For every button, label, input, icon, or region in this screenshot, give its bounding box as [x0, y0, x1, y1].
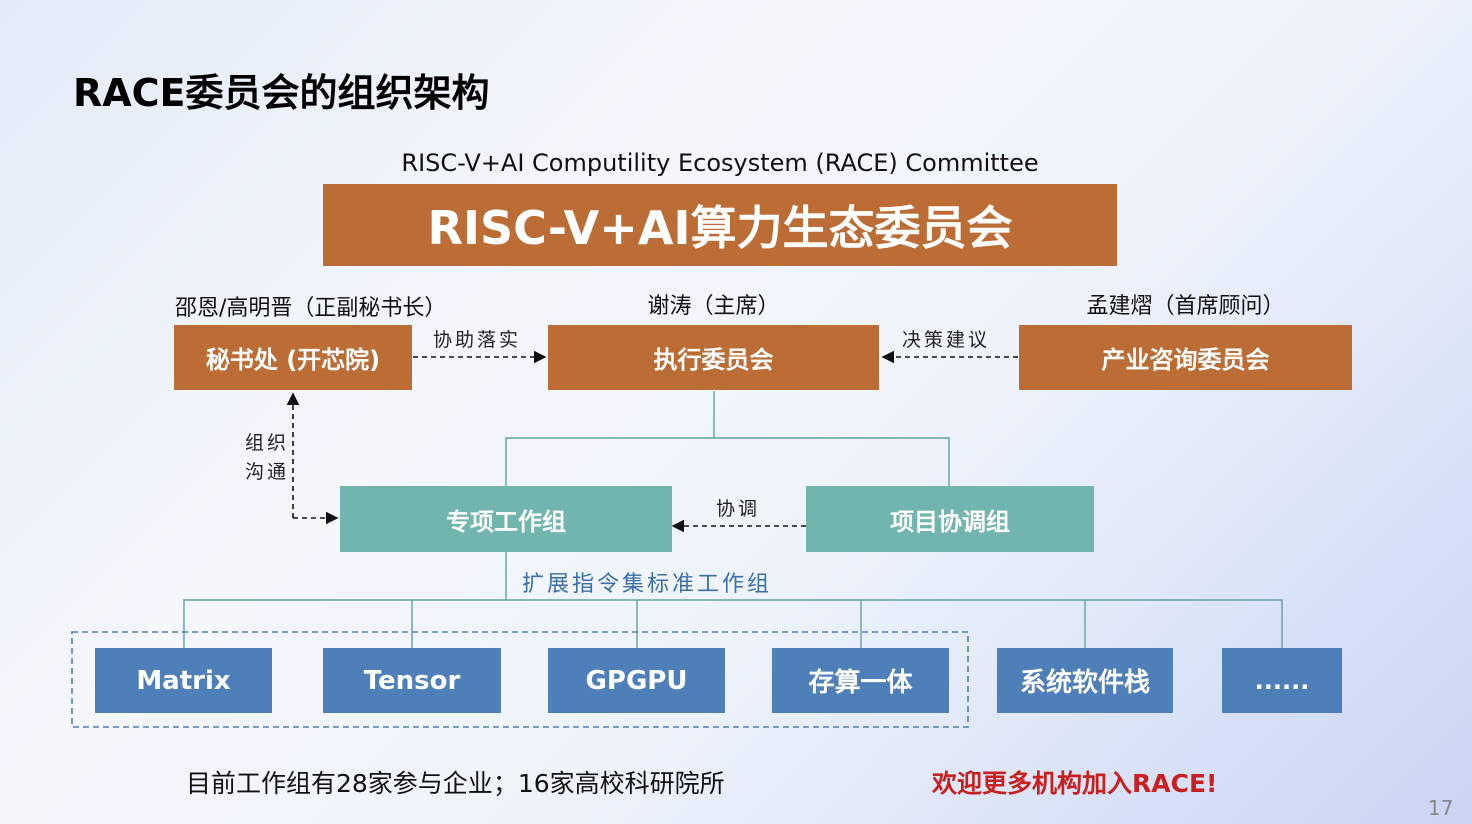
- participants-stats: 目前工作组有28家参与企业；16家高校科研院所: [186, 769, 725, 798]
- advisor-label: 孟建熠（首席顾问）: [1086, 294, 1285, 319]
- page-title: RACE委员会的组织架构: [73, 71, 490, 115]
- group-compute-in-memory: 存算一体: [772, 648, 949, 713]
- committee-english-name: RISC-V+AI Computility Ecosystem (RACE) C…: [401, 149, 1039, 177]
- secretariat-box: 秘书处 (开芯院): [174, 325, 412, 390]
- group-gpgpu: GPGPU: [548, 648, 725, 713]
- group-matrix: Matrix: [95, 648, 272, 713]
- group-more: ......: [1222, 648, 1342, 713]
- project-coordination-box: 项目协调组: [806, 486, 1094, 552]
- executive-committee-box: 执行委员会: [548, 325, 879, 390]
- core-groups-frame: [71, 631, 969, 728]
- page-number: 17: [1428, 796, 1454, 820]
- advise-arrow-label: 决策建议: [902, 329, 991, 351]
- special-working-group-box: 专项工作组: [340, 486, 672, 552]
- group-system-software: 系统软件栈: [997, 648, 1173, 713]
- secretary-label: 邵恩/高明晋（正副秘书长）: [175, 296, 447, 321]
- advisory-committee-box: 产业咨询委员会: [1019, 325, 1352, 390]
- committee-box: RISC-V+AI算力生态委员会: [323, 184, 1117, 266]
- organize-label-2: 沟通: [245, 461, 290, 483]
- group-tensor: Tensor: [323, 648, 501, 713]
- assist-arrow-label: 协助落实: [433, 329, 522, 351]
- isa-group-label: 扩展指令集标准工作组: [522, 572, 773, 597]
- chair-label: 谢涛（主席）: [647, 294, 780, 319]
- welcome-text: 欢迎更多机构加入RACE!: [932, 769, 1218, 798]
- organize-label-1: 组织: [245, 432, 290, 454]
- coordinate-arrow-label: 协调: [716, 498, 761, 520]
